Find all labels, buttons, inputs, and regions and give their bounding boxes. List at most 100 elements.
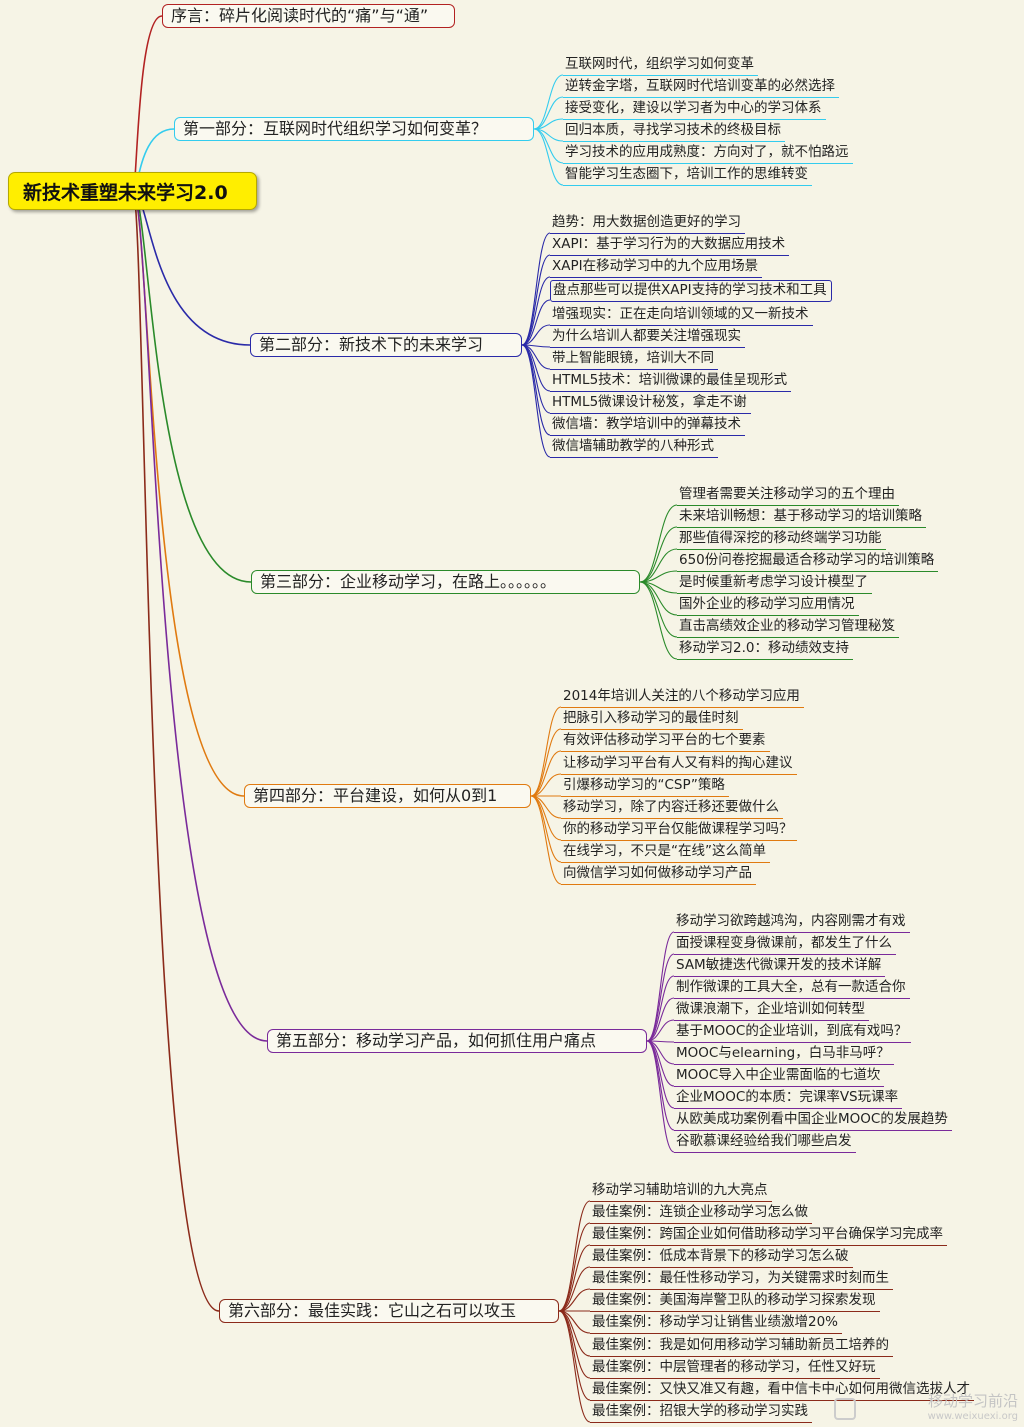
- subtopic-connector: [530, 706, 562, 797]
- subtopic-item[interactable]: 带上智能眼镜，培训大不同: [550, 349, 718, 370]
- subtopic-connector: [646, 953, 675, 1042]
- subtopic-item[interactable]: 逆转金字塔，互联网时代培训变革的必然选择: [563, 77, 839, 98]
- subtopic-item[interactable]: 未来培训畅想：基于移动学习的培训策略: [677, 507, 926, 528]
- subtopic-item[interactable]: 最佳案例：招银大学的移动学习实践: [590, 1402, 812, 1423]
- subtopic-item[interactable]: 在线学习，不只是“在线”这么简单: [561, 842, 770, 863]
- branch-topic-part5[interactable]: 第五部分：移动学习产品，如何抓住用户痛点: [267, 1029, 647, 1053]
- subtopic-connector: [558, 1266, 591, 1312]
- subtopic-item[interactable]: 引爆移动学习的“CSP”策略: [561, 776, 729, 797]
- subtopic-connector: [533, 128, 564, 186]
- subtopic-connector: [558, 1310, 591, 1423]
- watermark-url: www.weixuexi.org: [927, 1411, 1018, 1422]
- subtopic-item[interactable]: MOOC导入中企业需面临的七道坎: [674, 1066, 885, 1087]
- branch-topic-preface[interactable]: 序言：碎片化阅读时代的“痛”与“通”: [162, 4, 455, 28]
- subtopic-item[interactable]: 有效评估移动学习平台的七个要素: [561, 731, 770, 752]
- subtopic-item[interactable]: 谷歌慕课经验给我们哪些启发: [674, 1132, 856, 1153]
- subtopic-item[interactable]: 让移动学习平台有人又有料的掏心建议: [561, 754, 797, 775]
- branch-connector: [132, 190, 268, 1042]
- branch-topic-part2[interactable]: 第二部分：新技术下的未来学习: [250, 333, 522, 357]
- subtopic-item[interactable]: 从欧美成功案例看中国企业MOOC的发展趋势: [674, 1110, 952, 1131]
- subtopic-item[interactable]: XAPI在移动学习中的九个应用场景: [550, 257, 763, 278]
- subtopic-item[interactable]: 最佳案例：跨国企业如何借助移动学习平台确保学习完成率: [590, 1225, 947, 1246]
- subtopic-connector: [530, 773, 562, 797]
- subtopic-item[interactable]: MOOC与elearning，白马非马呼？: [674, 1044, 894, 1065]
- subtopic-item[interactable]: 微信墙：教学培训中的弹幕技术: [550, 415, 745, 436]
- subtopic-item[interactable]: 为什么培训人都要关注增强现实: [550, 327, 745, 348]
- subtopic-connector: [521, 344, 551, 458]
- subtopic-item[interactable]: HTML5微课设计秘笈，拿走不谢: [550, 393, 751, 414]
- subtopic-item[interactable]: HTML5技术：培训微课的最佳呈现形式: [550, 371, 792, 392]
- subtopic-item[interactable]: 盘点那些可以提供XAPI支持的学习技术和工具: [550, 280, 832, 302]
- subtopic-connector: [639, 548, 678, 583]
- watermark-logo-icon: [834, 1398, 856, 1420]
- subtopic-connector: [646, 1040, 675, 1153]
- subtopic-item[interactable]: 移动学习欲跨越鸿沟，内容刚需才有戏: [674, 912, 910, 933]
- subtopic-connector: [533, 74, 564, 130]
- subtopic-item[interactable]: 国外企业的移动学习应用情况: [677, 595, 859, 616]
- subtopic-connector: [639, 581, 678, 638]
- subtopic-connector: [521, 232, 551, 346]
- subtopic-item[interactable]: 是时候重新考虑学习设计模型了: [677, 573, 872, 594]
- subtopic-item[interactable]: 最佳案例：又快又准又有趣，看中信卡中心如何用微信选拔人才: [590, 1380, 974, 1401]
- subtopic-item[interactable]: 2014年培训人关注的八个移动学习应用: [561, 687, 804, 708]
- subtopic-item[interactable]: 制作微课的工具大全，总有一款适合你: [674, 978, 910, 999]
- subtopic-item[interactable]: 最佳案例：我是如何用移动学习辅助新员工培养的: [590, 1336, 893, 1357]
- watermark: 移动学习前沿 www.weixuexi.org: [830, 1394, 1024, 1427]
- subtopic-connector: [530, 795, 562, 863]
- subtopic-item[interactable]: 基于MOOC的企业培训，到底有戏吗？: [674, 1022, 912, 1043]
- branch-topic-part1[interactable]: 第一部分：互联网时代组织学习如何变革？: [174, 117, 534, 141]
- subtopic-item[interactable]: 互联网时代，组织学习如何变革: [563, 55, 758, 76]
- subtopic-item[interactable]: 智能学习生态圈下，培训工作的思维转变: [563, 165, 812, 186]
- subtopic-connector: [558, 1200, 591, 1312]
- subtopic-item[interactable]: 最佳案例：移动学习让销售业绩激增20%: [590, 1313, 843, 1334]
- subtopic-connector: [646, 931, 675, 1042]
- subtopic-item[interactable]: 学习技术的应用成熟度：方向对了，就不怕路远: [563, 143, 853, 164]
- branch-connector: [132, 190, 245, 797]
- subtopic-connector: [558, 1310, 591, 1357]
- subtopic-item[interactable]: 移动学习，除了内容迁移还要做什么: [561, 798, 783, 819]
- branch-topic-part3[interactable]: 第三部分：企业移动学习，在路上。。。。。。: [251, 570, 640, 594]
- subtopic-item[interactable]: 最佳案例：低成本背景下的移动学习怎么破: [590, 1247, 853, 1268]
- subtopic-item[interactable]: 直击高绩效企业的移动学习管理秘笈: [677, 617, 899, 638]
- subtopic-connector: [533, 96, 564, 130]
- subtopic-connector: [639, 581, 678, 660]
- subtopic-connector: [521, 324, 551, 346]
- subtopic-item[interactable]: XAPI：基于学习行为的大数据应用技术: [550, 235, 790, 256]
- subtopic-connector: [521, 299, 551, 346]
- branch-connector: [132, 15, 163, 192]
- subtopic-item[interactable]: 650份问卷挖掘最适合移动学习的培训策略: [677, 551, 939, 572]
- subtopic-connector: [646, 1040, 675, 1131]
- subtopic-item[interactable]: 趋势：用大数据创造更好的学习: [550, 213, 745, 234]
- subtopic-connector: [646, 997, 675, 1042]
- subtopic-item[interactable]: 最佳案例：连锁企业移动学习怎么做: [590, 1203, 812, 1224]
- branch-topic-part6[interactable]: 第六部分：最佳实践：它山之石可以攻玉: [219, 1299, 559, 1323]
- watermark-title: 移动学习前沿: [927, 1392, 1018, 1410]
- subtopic-connector: [646, 1019, 675, 1042]
- subtopic-item[interactable]: 管理者需要关注移动学习的五个理由: [677, 485, 899, 506]
- branch-topic-part4[interactable]: 第四部分：平台建设，如何从0到1: [244, 784, 531, 808]
- subtopic-item[interactable]: 那些值得深挖的移动终端学习功能: [677, 529, 886, 550]
- subtopic-item[interactable]: 回归本质，寻找学习技术的终极目标: [563, 121, 785, 142]
- subtopic-item[interactable]: SAM敏捷迭代微课开发的技术详解: [674, 956, 886, 977]
- subtopic-item[interactable]: 面授课程变身微课前，都发生了什么: [674, 934, 896, 955]
- subtopic-item[interactable]: 接受变化，建设以学习者为中心的学习体系: [563, 99, 826, 120]
- subtopic-item[interactable]: 微信墙辅助教学的八种形式: [550, 437, 718, 458]
- subtopic-item[interactable]: 移动学习辅助培训的九大亮点: [590, 1181, 772, 1202]
- subtopic-item[interactable]: 向微信学习如何做移动学习产品: [561, 864, 756, 885]
- subtopic-item[interactable]: 把脉引入移动学习的最佳时刻: [561, 709, 743, 730]
- subtopic-item[interactable]: 微课浪潮下，企业培训如何转型: [674, 1000, 869, 1021]
- subtopic-item[interactable]: 最佳案例：最任性移动学习，为关键需求时刻而生: [590, 1269, 893, 1290]
- subtopic-item[interactable]: 移动学习2.0：移动绩效支持: [677, 639, 853, 660]
- root-topic[interactable]: 新技术重塑未来学习2.0: [8, 172, 257, 210]
- subtopic-item[interactable]: 你的移动学习平台仅能做课程学习吗？: [561, 820, 797, 841]
- subtopic-item[interactable]: 最佳案例：中层管理者的移动学习，任性又好玩: [590, 1358, 880, 1379]
- subtopic-connector: [530, 750, 562, 797]
- branch-connector: [132, 190, 252, 583]
- subtopic-item[interactable]: 最佳案例：美国海岸警卫队的移动学习探索发现: [590, 1291, 880, 1312]
- subtopic-connector: [530, 795, 562, 885]
- subtopic-connector: [521, 254, 551, 346]
- subtopic-item[interactable]: 增强现实：正在走向培训领域的又一新技术: [550, 305, 813, 326]
- subtopic-item[interactable]: 企业MOOC的本质：完课率VS玩课率: [674, 1088, 903, 1109]
- subtopic-connector: [639, 526, 678, 583]
- subtopic-connector: [558, 1222, 591, 1312]
